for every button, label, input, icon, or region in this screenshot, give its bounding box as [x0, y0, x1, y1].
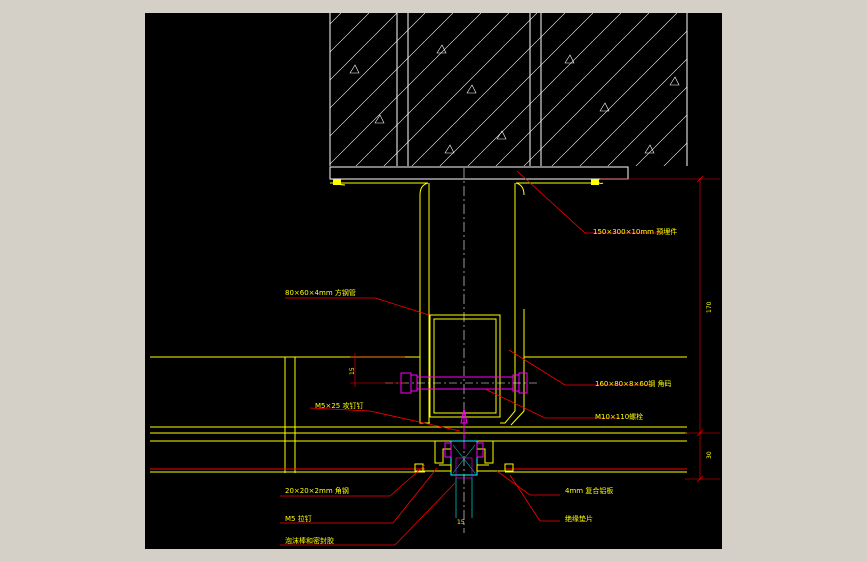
dim-offset-left: 15 [349, 367, 356, 375]
bottom-connector [414, 440, 514, 518]
label-angle-small: 20×20×2mm 角钢 [285, 486, 349, 495]
label-screw-m5: M5 拉钉 [285, 514, 312, 523]
tapping-screw [460, 408, 468, 449]
label-composite-panel: 4mm 复合铝板 [565, 486, 613, 495]
bolt-m10 [385, 372, 540, 394]
curtain-wall-section-drawing: 150×300×10mm 预埋件 80×60×4mm 方钢管 160×80×8×… [150, 13, 720, 546]
embedded-plate [329, 166, 629, 309]
cad-drawing-viewport[interactable]: 150×300×10mm 预埋件 80×60×4mm 方钢管 160×80×8×… [145, 13, 722, 549]
label-tapping-screw: M5×25 攻钉钉 [315, 401, 364, 410]
leader-lines [280, 170, 670, 546]
angle-bracket [419, 309, 525, 426]
square-tube [429, 314, 501, 418]
label-angle-steel: 160×80×8×60钢 角码 [595, 379, 671, 388]
label-foam-sealant: 泡沫棒和密封胶 [285, 536, 334, 545]
concrete-wall [329, 13, 688, 166]
label-bolt-m10: M10×110螺栓 [595, 412, 643, 421]
dim-bottom-width: 15 [457, 519, 465, 526]
label-square-tube: 80×60×4mm 方钢管 [285, 288, 356, 297]
dimension-texts: 170 30 15 15 [349, 301, 713, 526]
dim-height-main: 170 [706, 301, 713, 313]
annotation-labels: 150×300×10mm 预埋件 80×60×4mm 方钢管 160×80×8×… [285, 227, 677, 545]
dim-height-small: 30 [706, 451, 713, 459]
label-insulation-pad: 绝缘垫片 [565, 514, 593, 523]
dimension-lines [350, 175, 720, 483]
label-embedded-plate: 150×300×10mm 预埋件 [593, 227, 677, 236]
